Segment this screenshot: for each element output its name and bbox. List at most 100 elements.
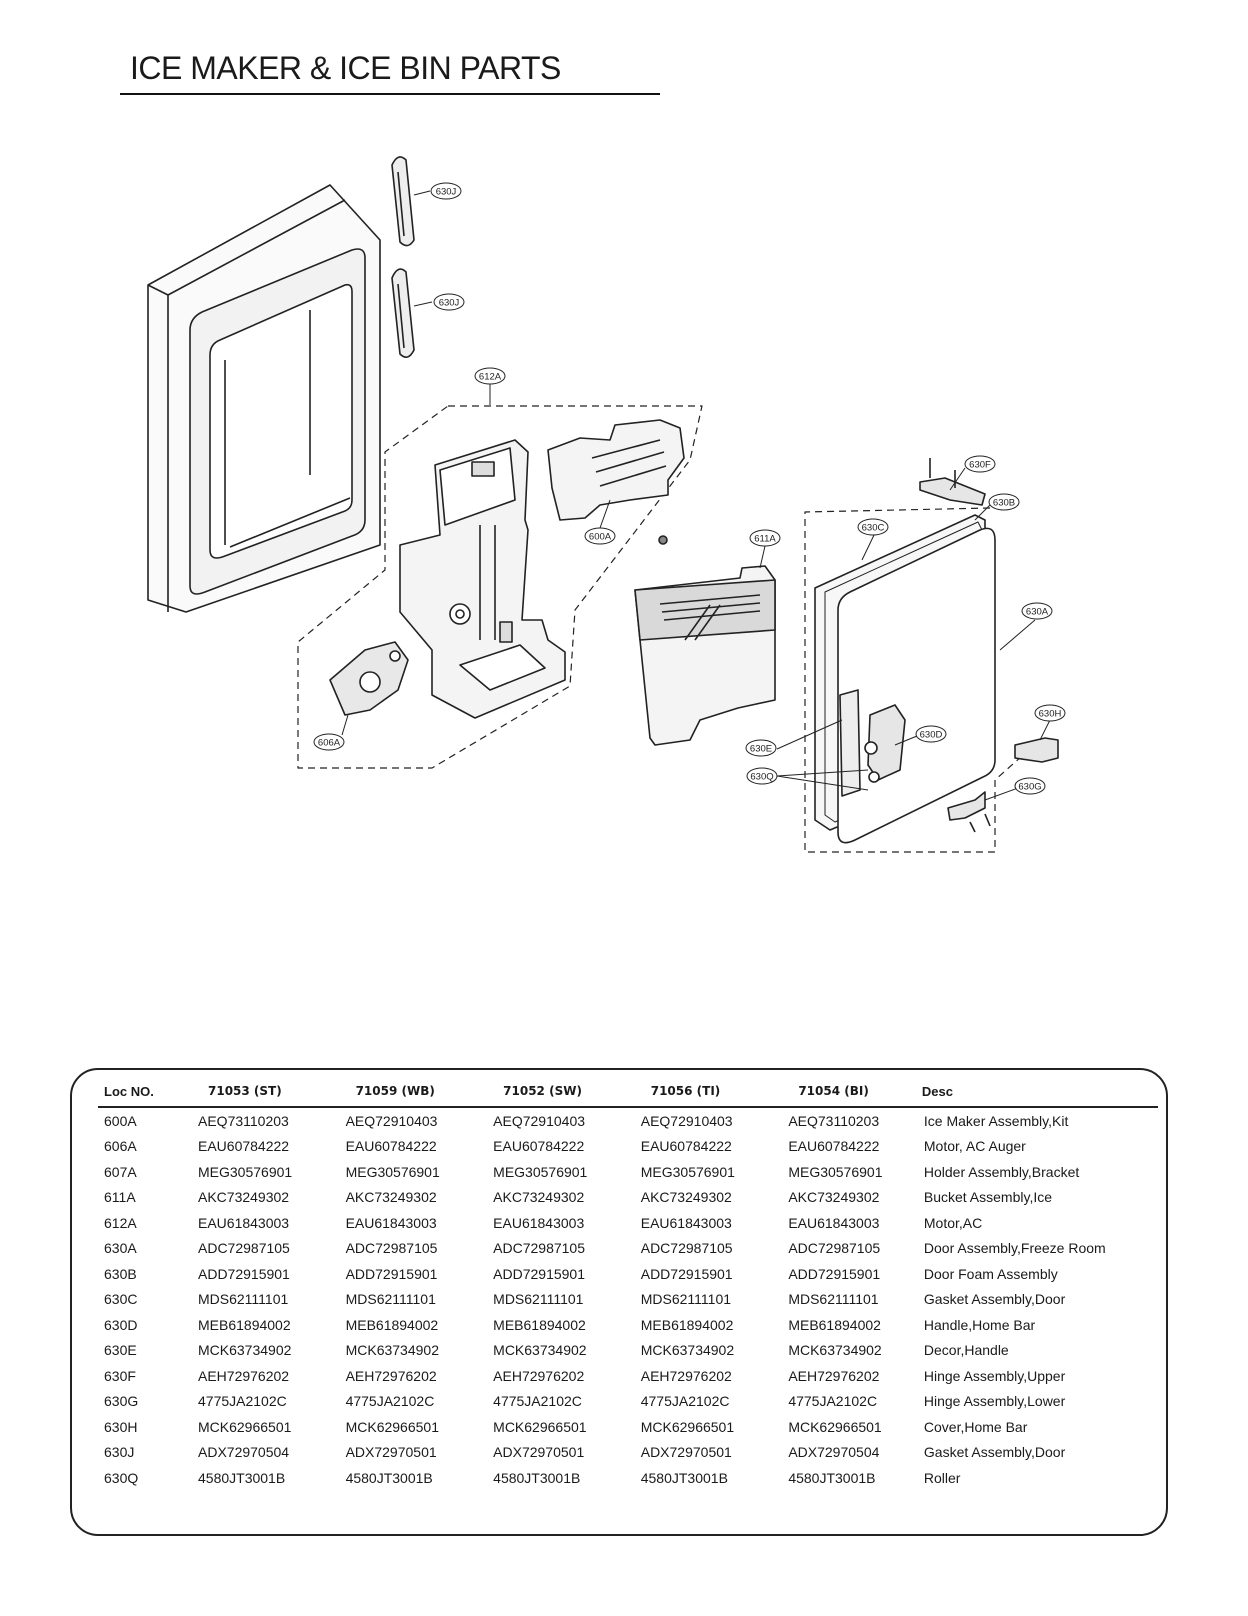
cell-part-71059: MCK62966501 — [345, 1418, 439, 1435]
cell-part-71056: MCK63734902 — [640, 1342, 735, 1359]
hinge-lower-630g-drawing — [947, 791, 991, 833]
table-row: 630F AEH72976202 AEH72976202 AEH72976202 AEH… — [98, 1363, 1158, 1389]
callout-label-611a: 611A — [754, 534, 776, 545]
freezer-door-630a-drawing — [814, 514, 996, 844]
cell-loc-no: 630F — [104, 1367, 136, 1384]
cell-part-71052: ADD72915901 — [493, 1265, 586, 1282]
cell-part-71056: MCK62966501 — [640, 1418, 735, 1435]
ice-maker-600a-drawing — [547, 419, 685, 545]
cell-part-71053: EAU60784222 — [198, 1138, 290, 1155]
cell-loc-no: 612A — [104, 1214, 137, 1231]
header-model-71052: 71052 (SW) — [473, 1076, 621, 1108]
cell-part-71054: EAU61843003 — [788, 1214, 880, 1231]
cell-part-71054: ADD72915901 — [788, 1265, 881, 1282]
cell-description: Hinge Assembly,Upper — [923, 1367, 1066, 1384]
callout-606a — [313, 733, 345, 751]
cell-part-71054: MDS62111101 — [788, 1291, 879, 1308]
parts-table-frame — [70, 1068, 1168, 1536]
cell-part-71053: EAU61843003 — [198, 1214, 290, 1231]
cell-part-71053: ADC72987105 — [198, 1240, 290, 1257]
ice-maker-housing-drawing — [399, 439, 566, 719]
callout-630d — [915, 725, 947, 743]
cell-part-71053: MDS62111101 — [198, 1291, 289, 1308]
callout-630e — [745, 739, 777, 757]
cell-part-71059: EAU61843003 — [345, 1214, 437, 1231]
cell-part-71053: MCK63734902 — [198, 1342, 292, 1359]
cell-part-71054: AKC73249302 — [788, 1189, 880, 1206]
cell-part-71053: AKC73249302 — [198, 1189, 290, 1206]
cell-part-71059: 4775JA2102C — [345, 1393, 435, 1410]
cell-part-71059: AEQ72910403 — [345, 1112, 438, 1129]
cell-loc-no: 630Q — [104, 1469, 139, 1486]
cell-part-71059: ADX72970501 — [345, 1444, 437, 1461]
cell-loc-no: 630B — [104, 1265, 137, 1282]
cell-part-71054: AEH72976202 — [788, 1367, 880, 1384]
cell-part-71054: 4775JA2102C — [788, 1393, 878, 1410]
cell-loc-no: 611A — [104, 1189, 136, 1206]
cell-part-71056: MEG30576901 — [640, 1163, 735, 1180]
header-desc: Desc — [915, 1076, 1158, 1108]
callout-630j-lower — [433, 293, 465, 311]
cell-part-71052: EAU60784222 — [493, 1138, 585, 1155]
callout-label-630g: 630G — [1018, 782, 1041, 793]
cell-part-71052: AEH72976202 — [493, 1367, 585, 1384]
callout-600a — [584, 527, 616, 545]
parts-table: Loc NO. 71053 (ST) 71059 (WB) 71052 (SW)… — [98, 1076, 1158, 1491]
cell-part-71059: EAU60784222 — [345, 1138, 437, 1155]
cell-part-71059: MDS62111101 — [345, 1291, 436, 1308]
cell-part-71056: 4775JA2102C — [640, 1393, 730, 1410]
cell-part-71059: ADC72987105 — [345, 1240, 438, 1257]
callout-label-600a: 600A — [589, 532, 612, 543]
callout-611a — [749, 529, 781, 547]
header-loc-no: Loc NO. — [98, 1076, 178, 1108]
cell-part-71056: AEH72976202 — [640, 1367, 732, 1384]
callout-label-630b: 630B — [993, 498, 1015, 509]
callout-label-606a: 606A — [318, 738, 341, 749]
callout-label-630c: 630C — [862, 523, 885, 534]
cell-part-71059: 4580JT3001B — [345, 1469, 433, 1486]
cell-part-71052: EAU61843003 — [493, 1214, 585, 1231]
cell-description: Hinge Assembly,Lower — [923, 1393, 1066, 1410]
cell-part-71052: ADC72987105 — [493, 1240, 586, 1257]
cell-part-71054: MEG30576901 — [788, 1163, 883, 1180]
callout-630a — [1021, 602, 1053, 620]
callout-630g — [1014, 777, 1046, 795]
cell-loc-no: 630D — [104, 1316, 138, 1333]
cell-loc-no: 606A — [104, 1138, 137, 1155]
cell-part-71056: AKC73249302 — [640, 1189, 732, 1206]
cell-part-71054: MEB61894002 — [788, 1316, 881, 1333]
cell-part-71054: ADC72987105 — [788, 1240, 881, 1257]
cell-part-71056: ADD72915901 — [640, 1265, 733, 1282]
hinge-upper-630f-drawing — [919, 458, 986, 506]
cell-description: Motor,AC — [923, 1214, 983, 1231]
cell-part-71056: ADC72987105 — [640, 1240, 733, 1257]
cell-loc-no: 630H — [104, 1418, 138, 1435]
cell-part-71054: AEQ73110203 — [788, 1112, 880, 1129]
cell-part-71054: 4580JT3001B — [788, 1469, 876, 1486]
cell-part-71052: MDS62111101 — [493, 1291, 584, 1308]
cell-part-71054: MCK62966501 — [788, 1418, 882, 1435]
cell-part-71052: MCK63734902 — [493, 1342, 587, 1359]
header-model-71056: 71056 (TI) — [620, 1076, 769, 1108]
cell-description: Gasket Assembly,Door — [923, 1444, 1066, 1461]
callout-label-630q: 630Q — [750, 772, 773, 783]
cell-part-71053: AEH72976202 — [198, 1367, 290, 1384]
motor-606a-drawing — [329, 641, 409, 716]
table-row: 612A EAU61843003 EAU61843003 EAU61843003 EAU… — [98, 1210, 1158, 1236]
callout-630c — [857, 518, 889, 536]
cell-part-71052: MCK62966501 — [493, 1418, 587, 1435]
cell-part-71059: AKC73249302 — [345, 1189, 437, 1206]
cell-description: Cover,Home Bar — [923, 1418, 1028, 1435]
cell-description: Motor, AC Auger — [923, 1138, 1026, 1155]
cell-part-71059: MEB61894002 — [345, 1316, 439, 1333]
cell-loc-no: 630E — [104, 1342, 137, 1359]
cell-description: Roller — [923, 1469, 961, 1486]
cell-part-71052: ADX72970501 — [493, 1444, 585, 1461]
header-model-71054: 71054 (BI) — [768, 1076, 916, 1108]
callout-630h — [1034, 704, 1066, 722]
